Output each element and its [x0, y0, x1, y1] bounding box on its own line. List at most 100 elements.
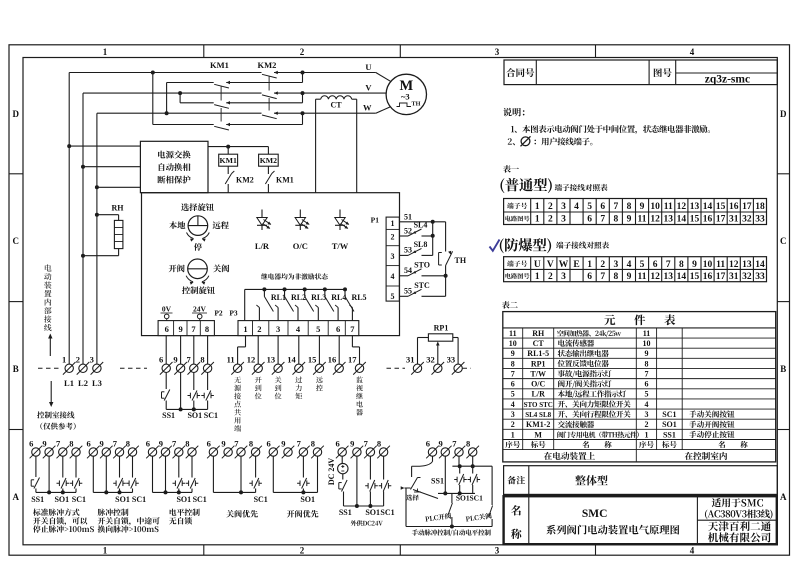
svg-text:52: 52 [404, 226, 412, 235]
svg-text:SS1: SS1 [431, 476, 444, 485]
svg-text:CT: CT [533, 339, 545, 348]
svg-text:12: 12 [650, 215, 660, 225]
svg-text:RL3: RL3 [311, 293, 326, 302]
svg-text:15: 15 [716, 202, 726, 212]
svg-text:7: 7 [364, 438, 369, 448]
svg-text:O/C: O/C [293, 241, 308, 251]
svg-text:10: 10 [703, 260, 713, 270]
svg-text:15: 15 [308, 355, 317, 365]
svg-text:RL1: RL1 [271, 293, 286, 302]
svg-text:6: 6 [335, 438, 339, 448]
svg-text:11: 11 [664, 202, 673, 212]
svg-text:SO1: SO1 [365, 508, 380, 517]
svg-text:6: 6 [426, 438, 430, 448]
svg-text:D: D [13, 109, 20, 119]
svg-text:8: 8 [679, 260, 684, 270]
svg-text:9: 9 [42, 438, 46, 448]
svg-text:54: 54 [404, 266, 412, 275]
svg-text:1: 1 [62, 355, 66, 365]
svg-text:SO1: SO1 [456, 493, 470, 502]
svg-text:6: 6 [267, 438, 271, 448]
svg-text:RP1: RP1 [434, 324, 449, 333]
svg-text:2: 2 [548, 202, 553, 212]
svg-text:1: 1 [587, 260, 592, 270]
svg-text:~3: ~3 [401, 92, 410, 102]
svg-text:E: E [573, 260, 579, 270]
svg-text:SL4 SL8: SL4 SL8 [525, 411, 551, 419]
svg-text:32: 32 [742, 272, 752, 282]
svg-text:8: 8 [511, 359, 515, 368]
svg-text:zq3z-smc: zq3z-smc [705, 74, 750, 86]
svg-text:T/W: T/W [332, 241, 349, 251]
svg-text:O/C: O/C [531, 380, 545, 389]
svg-text:P3: P3 [229, 309, 238, 318]
svg-text:1: 1 [391, 219, 395, 228]
svg-text:14: 14 [677, 215, 687, 225]
svg-text:6: 6 [207, 438, 211, 448]
svg-text:STO STC: STO STC [524, 401, 553, 409]
svg-text:SS1: SS1 [339, 508, 352, 517]
svg-text:V: V [365, 83, 372, 93]
svg-text:2: 2 [391, 232, 395, 241]
svg-text:5: 5 [587, 202, 592, 212]
svg-text:11: 11 [643, 329, 651, 338]
svg-text:1: 1 [511, 430, 515, 439]
svg-text:8: 8 [185, 438, 189, 448]
svg-text:T/W: T/W [530, 369, 546, 378]
svg-text:8: 8 [627, 202, 632, 212]
svg-text:14: 14 [755, 260, 765, 270]
svg-text:4: 4 [511, 400, 515, 409]
svg-text:2: 2 [76, 355, 80, 365]
svg-text:7: 7 [234, 438, 239, 448]
svg-text:0V: 0V [162, 305, 172, 314]
svg-text:13: 13 [664, 215, 674, 225]
svg-text:15: 15 [690, 272, 700, 282]
svg-text:SC1: SC1 [72, 495, 86, 504]
svg-text:4: 4 [574, 202, 579, 212]
svg-text:5: 5 [391, 292, 395, 301]
svg-text:2: 2 [548, 272, 553, 282]
svg-text:KM1: KM1 [276, 176, 294, 185]
svg-text:2: 2 [511, 420, 515, 429]
svg-text:CT: CT [330, 100, 342, 109]
svg-text:6: 6 [146, 438, 150, 448]
svg-text:5: 5 [511, 390, 515, 399]
svg-text:6: 6 [29, 438, 33, 448]
svg-text:6: 6 [159, 355, 163, 365]
svg-text:P2: P2 [214, 309, 223, 318]
svg-text:14: 14 [677, 272, 687, 282]
svg-text:16: 16 [703, 215, 713, 225]
svg-text:2: 2 [548, 215, 553, 225]
svg-text:8: 8 [613, 272, 618, 282]
svg-text:3: 3 [613, 260, 618, 270]
svg-text:7: 7 [666, 260, 671, 270]
svg-text:31: 31 [729, 215, 739, 225]
svg-text:SL4: SL4 [414, 221, 428, 230]
svg-text:12: 12 [729, 260, 739, 270]
svg-text:8: 8 [645, 359, 649, 368]
svg-text:2: 2 [645, 420, 649, 429]
svg-text:7: 7 [113, 438, 118, 448]
svg-text:7: 7 [297, 438, 302, 448]
svg-text:6: 6 [587, 272, 592, 282]
svg-text:SO1: SO1 [176, 495, 191, 504]
svg-text:SS1: SS1 [663, 430, 676, 439]
svg-text:SO1: SO1 [187, 411, 202, 420]
svg-text:SO1: SO1 [115, 495, 130, 504]
svg-text:11: 11 [716, 260, 725, 270]
svg-text:L/R: L/R [532, 390, 546, 399]
svg-text:3: 3 [645, 410, 649, 419]
svg-text:8: 8 [249, 438, 253, 448]
svg-text:3: 3 [90, 355, 94, 365]
svg-text:TH: TH [412, 101, 421, 108]
svg-text:17: 17 [716, 272, 726, 282]
svg-text:RL5: RL5 [351, 293, 366, 302]
svg-text:3: 3 [391, 252, 395, 261]
svg-text:6: 6 [587, 215, 592, 225]
svg-text:15: 15 [690, 215, 700, 225]
svg-text:SMC: SMC [582, 508, 608, 520]
svg-text:RL1-5: RL1-5 [527, 349, 549, 358]
svg-text:KM1: KM1 [210, 60, 229, 70]
svg-text:7: 7 [600, 215, 605, 225]
svg-text:1: 1 [243, 324, 247, 334]
